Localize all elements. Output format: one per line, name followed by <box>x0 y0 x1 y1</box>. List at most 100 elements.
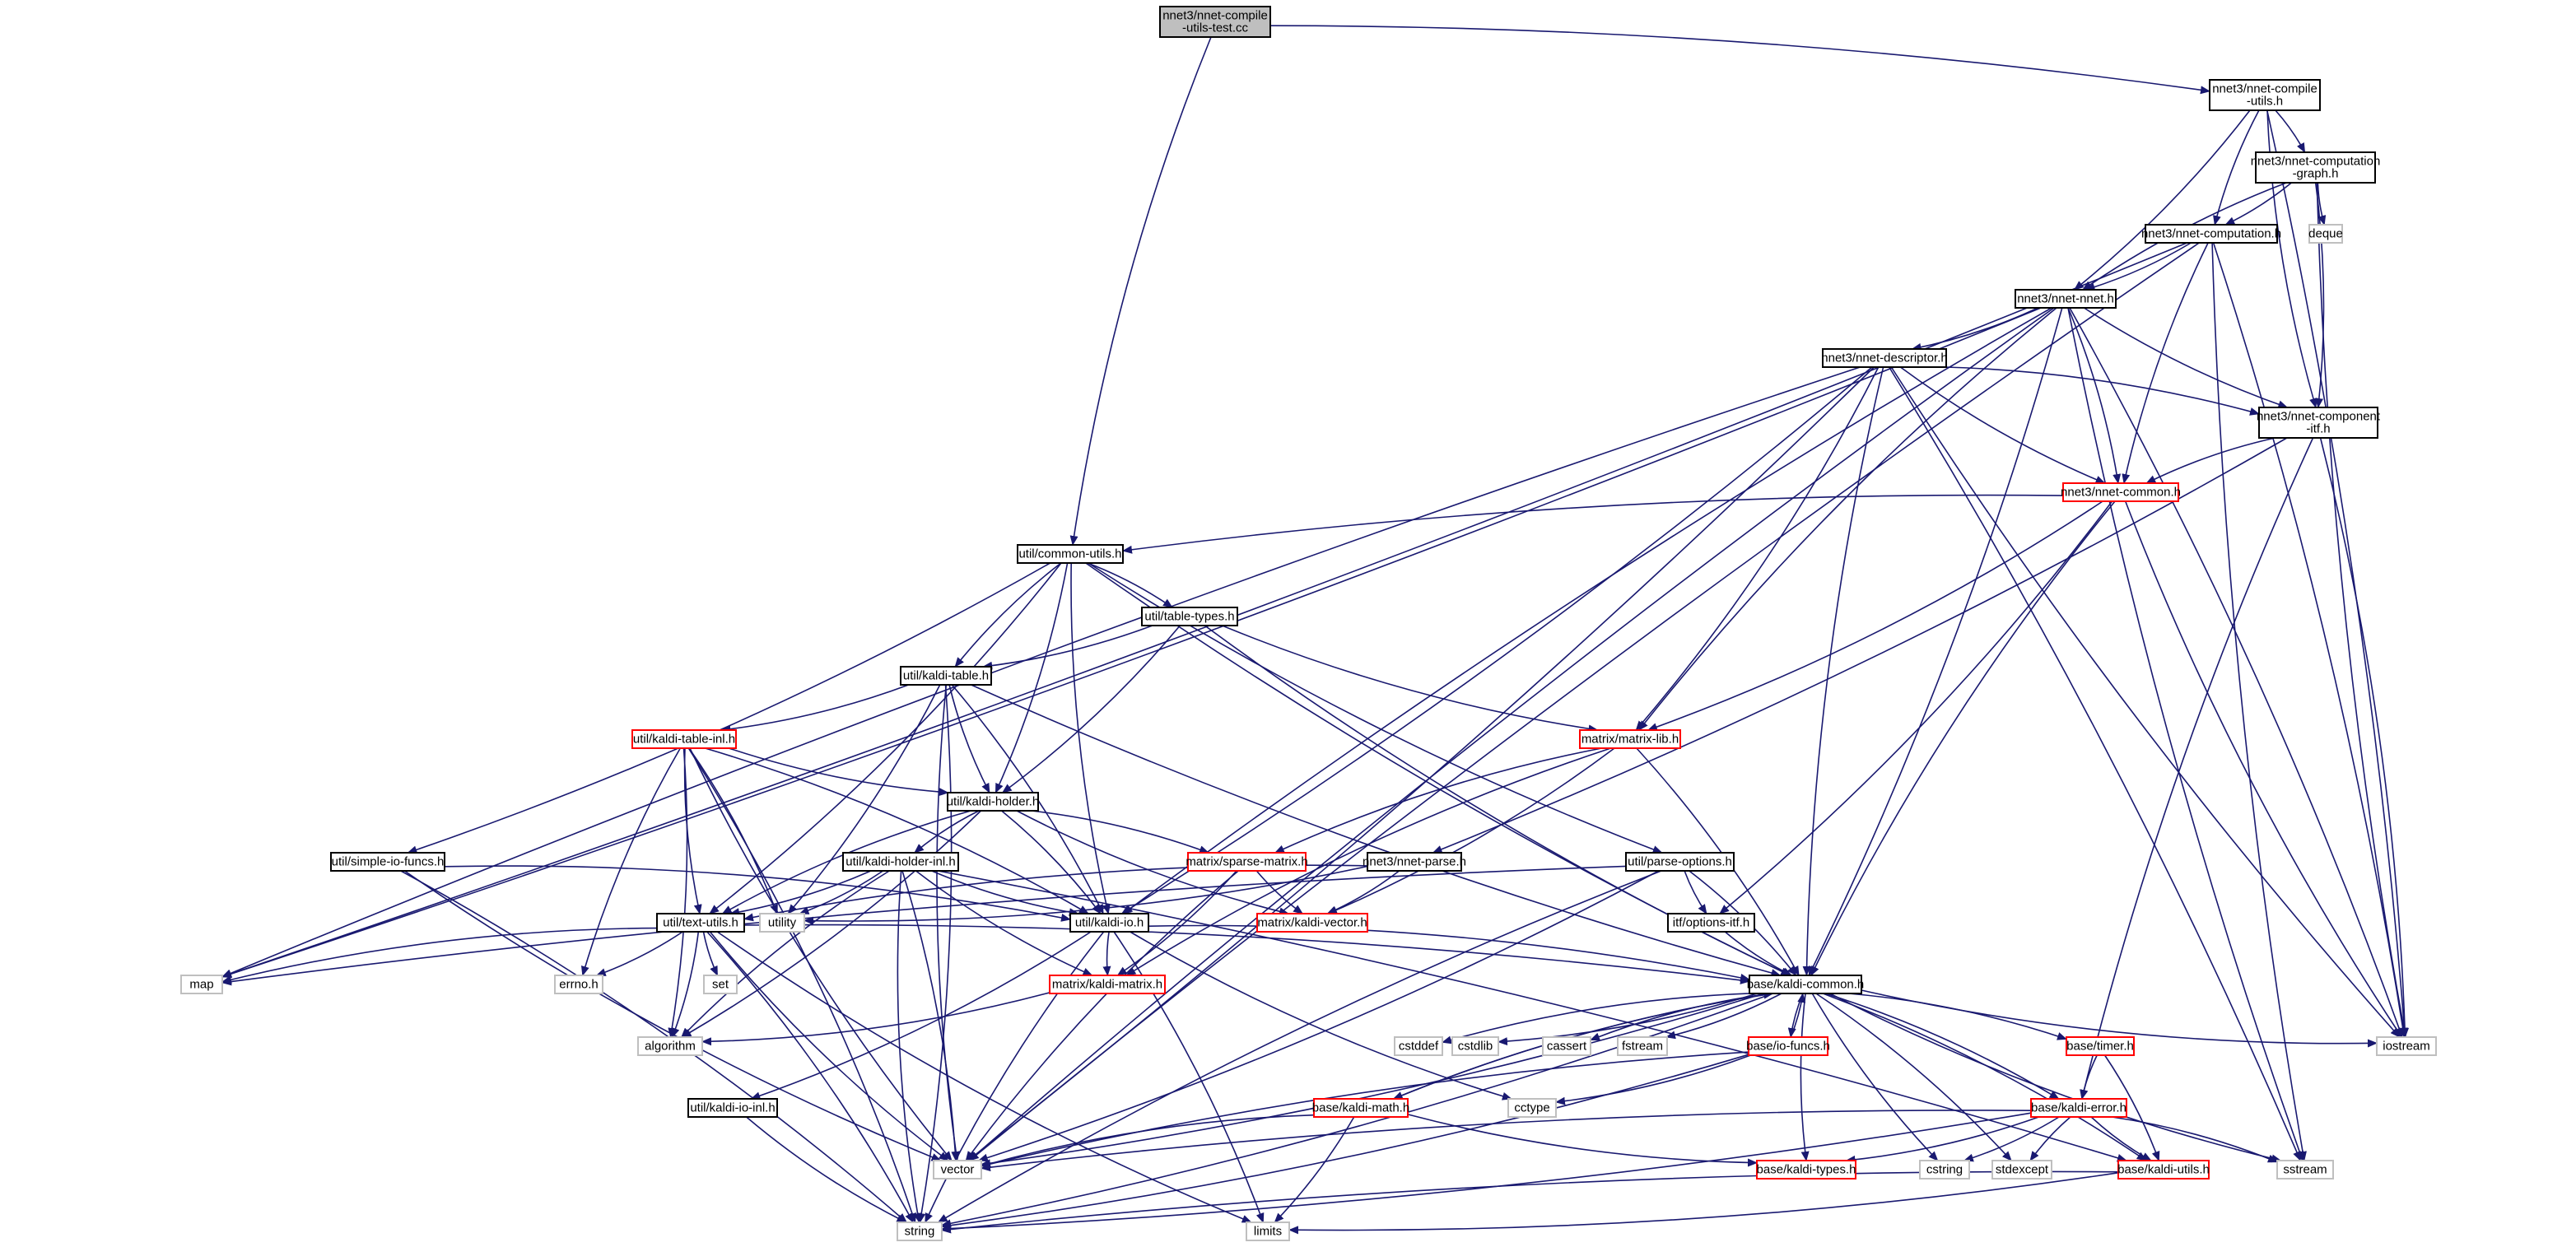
file-node-box <box>1159 6 1271 38</box>
include-edge-text_utils-to-algorithm <box>671 931 700 1038</box>
file-node-label: base/kaldi-common.h <box>1747 978 1865 992</box>
file-node-label: cstring <box>1926 1163 1963 1177</box>
include-edge-kaldi_math-to-vector <box>981 1114 1315 1168</box>
include-edge-root-to-common_utils <box>1069 36 1212 546</box>
file-node-box <box>330 852 445 872</box>
file-node-label: deque <box>2308 227 2343 241</box>
file-node-box <box>2209 79 2321 111</box>
include-edge-kaldi_holder-to-sparse_matrix <box>1031 810 1209 854</box>
file-node-label: stdexcept <box>1996 1163 2049 1177</box>
file-node-label: base/kaldi-error.h <box>2031 1101 2126 1115</box>
include-edge-sparse_matrix-to-vector <box>965 870 1239 1161</box>
file-node-kaldi-matrix[interactable]: matrix/kaldi-matrix.h <box>1049 975 1166 994</box>
include-edge-table_types-to-kaldi_table <box>982 625 1153 670</box>
file-node-label: sstream <box>2283 1163 2327 1177</box>
file-node-options-itf[interactable]: itf/options-itf.h <box>1667 913 1755 933</box>
include-edge-kaldi_math-to-kaldi_common <box>1393 990 1774 1100</box>
include-edge-kaldi_common-to-fstream <box>1665 993 1782 1040</box>
file-node-nnet-parse[interactable]: nnet3/nnet-parse.h <box>1363 852 1466 872</box>
file-node-text-utils[interactable]: util/text-utils.h <box>656 913 745 933</box>
include-edge-kaldi_common-to-kaldi_error <box>1825 993 2060 1100</box>
file-node-kaldi-table[interactable]: util/kaldi-table.h <box>900 666 992 686</box>
file-node-cctype: cctype <box>1507 1098 1557 1118</box>
include-edge-text_utils-to-errno <box>595 931 683 976</box>
file-node-nnet[interactable]: nnet3/nnet-nnet.h <box>2015 289 2117 309</box>
file-node-kaldi-io[interactable]: util/kaldi-io.h <box>1069 913 1149 933</box>
file-node-nnet-common[interactable]: nnet3/nnet-common.h <box>2061 482 2181 502</box>
include-edge-kaldi_io-to-cctype <box>1130 931 1512 1100</box>
file-node-matrix-lib[interactable]: matrix/matrix-lib.h <box>1579 729 1681 749</box>
file-node-io-funcs[interactable]: base/io-funcs.h <box>1746 1036 1830 1056</box>
file-node-kaldi-common[interactable]: base/kaldi-common.h <box>1747 975 1865 994</box>
file-node-comp-graph[interactable]: nnet3/nnet-computation-graph.h <box>2251 151 2381 184</box>
file-node-kaldi-types[interactable]: base/kaldi-types.h <box>1756 1160 1856 1180</box>
file-node-label: set <box>712 978 729 992</box>
file-node-label: base/kaldi-math.h <box>1312 1101 1409 1115</box>
include-edge-table_inl-to-kaldi_holder <box>729 747 949 797</box>
file-node-label: -graph.h <box>2293 167 2339 181</box>
include-edge-common_utils-to-table_types <box>1087 562 1173 608</box>
file-node-parse-options[interactable]: util/parse-options.h <box>1625 852 1735 872</box>
file-node-box <box>1822 348 1947 368</box>
file-node-kaldi-holder[interactable]: util/kaldi-holder.h <box>947 792 1040 812</box>
include-edge-kaldi_math-to-limits <box>1274 1116 1355 1223</box>
include-edge-kaldi_math-to-kaldi_types <box>1407 1114 1758 1167</box>
file-node-iostream: iostream <box>2376 1036 2437 1056</box>
file-node-sparse-matrix[interactable]: matrix/sparse-matrix.h <box>1186 852 1308 872</box>
file-node-table-types[interactable]: util/table-types.h <box>1141 607 1238 626</box>
file-node-box <box>1049 975 1166 994</box>
include-edge-holder_inl-to-utility <box>799 870 884 914</box>
file-node-label: base/kaldi-types.h <box>1757 1163 1856 1177</box>
file-node-label: util/kaldi-table.h <box>903 669 989 683</box>
file-node-computation[interactable]: nnet3/nnet-computation.h <box>2141 224 2281 244</box>
file-node-label: util/kaldi-holder.h <box>947 795 1040 809</box>
file-node-kaldi-math[interactable]: base/kaldi-math.h <box>1312 1098 1409 1118</box>
include-edge-kaldi_table-to-kaldi_common <box>971 684 1782 977</box>
file-node-box <box>1246 1221 1290 1241</box>
include-edge-table_inl-to-string <box>687 747 916 1223</box>
file-node-common-utils[interactable]: util/common-utils.h <box>1017 544 1124 564</box>
file-node-compile-utils[interactable]: nnet3/nnet-compile-utils.h <box>2209 79 2321 111</box>
file-node-box <box>656 913 745 933</box>
file-node-component-itf[interactable]: nnet3/nnet-component-itf.h <box>2257 407 2381 439</box>
include-edge-compile_utils-to-iostream <box>2266 109 2409 1038</box>
file-node-box <box>2255 151 2376 184</box>
file-node-box <box>180 975 223 994</box>
file-node-label: limits <box>1254 1225 1282 1239</box>
file-node-kaldi-utils[interactable]: base/kaldi-utils.h <box>2117 1160 2210 1180</box>
include-edge-computation-to-nnet <box>2085 242 2192 291</box>
file-node-descriptor[interactable]: nnet3/nnet-descriptor.h <box>1821 348 1948 368</box>
include-edge-nnet-to-kaldi_io <box>1122 307 2052 914</box>
include-edge-kaldi_io-to-io_inl <box>750 931 1092 1100</box>
include-edge-comp_graph-to-component_itf <box>2314 182 2325 408</box>
include-edge-common_utils-to-simple_io <box>407 562 1050 854</box>
file-node-label: base/timer.h <box>2066 1040 2134 1054</box>
file-node-label: cstdlib <box>1458 1040 1493 1054</box>
include-edge-text_utils-to-set <box>702 931 719 976</box>
file-node-simple-io[interactable]: util/simple-io-funcs.h <box>330 852 445 872</box>
include-edge-text_utils-to-map <box>221 927 658 984</box>
file-node-box <box>2276 1160 2334 1180</box>
file-node-io-inl[interactable]: util/kaldi-io-inl.h <box>687 1098 778 1118</box>
file-node-timer[interactable]: base/timer.h <box>2066 1036 2135 1056</box>
include-edge-nnet-to-component_itf <box>2083 307 2289 409</box>
include-edge-matrix_lib-to-kaldi_matrix <box>1125 747 1611 976</box>
file-node-label: algorithm <box>645 1040 696 1054</box>
include-edge-table_types-to-matrix_lib <box>1222 625 1599 733</box>
include-edge-descriptor-to-vector <box>967 366 1875 1161</box>
include-edge-kaldi_error-to-kaldi_utils <box>2090 1116 2152 1161</box>
include-edge-kaldi_table-to-utility <box>787 684 941 914</box>
include-edge-kaldi_common-to-cstddef <box>1442 993 1750 1045</box>
file-node-kaldi-vector[interactable]: matrix/kaldi-vector.h <box>1256 913 1368 933</box>
file-node-label: -utils-test.cc <box>1182 21 1249 35</box>
file-node-table-inl[interactable]: util/kaldi-table-inl.h <box>631 729 737 749</box>
file-node-label: iostream <box>2383 1040 2430 1054</box>
file-node-root[interactable]: nnet3/nnet-compile-utils-test.cc <box>1159 6 1271 38</box>
file-node-label: util/text-utils.h <box>663 916 738 930</box>
include-edge-kaldi_io-to-limits <box>1113 931 1265 1223</box>
file-node-holder-inl[interactable]: util/kaldi-holder-inl.h <box>842 852 959 872</box>
file-node-box <box>933 1160 982 1180</box>
file-node-kaldi-error[interactable]: base/kaldi-error.h <box>2030 1098 2127 1118</box>
file-node-label: matrix/kaldi-vector.h <box>1257 916 1367 930</box>
